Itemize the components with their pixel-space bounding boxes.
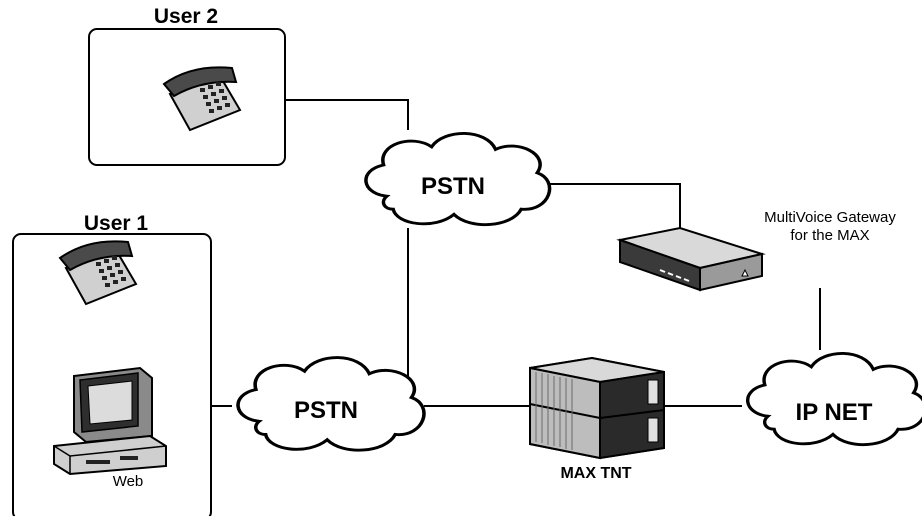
gateway-label-line2: for the MAX [790, 227, 869, 244]
gateway-label-line1: MultiVoice Gateway [764, 209, 896, 226]
gateway-device: MultiVoice Gateway for the MAX [616, 209, 896, 292]
cloud-pstn-bottom-label: PSTN [294, 397, 358, 424]
cloud-pstn-top-label: PSTN [421, 173, 485, 200]
cloud-pstn-bottom: PSTN [236, 355, 426, 452]
user-2-group: User 2 [88, 5, 286, 166]
gateway-icon [616, 226, 766, 292]
max-tnt-device: MAX TNT [529, 356, 665, 482]
user-2-label: User 2 [154, 5, 218, 28]
max-tnt-label: MAX TNT [560, 465, 631, 482]
user-1-label: User 1 [84, 212, 149, 235]
user-1-group: User 1 Web [12, 212, 212, 516]
computer-icon [53, 366, 167, 476]
server-icon [529, 356, 665, 460]
link-pstn-top-to-gateway [548, 183, 681, 228]
cloud-ip-net: IP NET [745, 351, 922, 447]
web-label: Web [113, 473, 144, 490]
link-user2-phone-to-pstn-top [236, 99, 409, 130]
cloud-pstn-top: PSTN [364, 131, 552, 227]
cloud-ip-net-label: IP NET [796, 399, 873, 426]
